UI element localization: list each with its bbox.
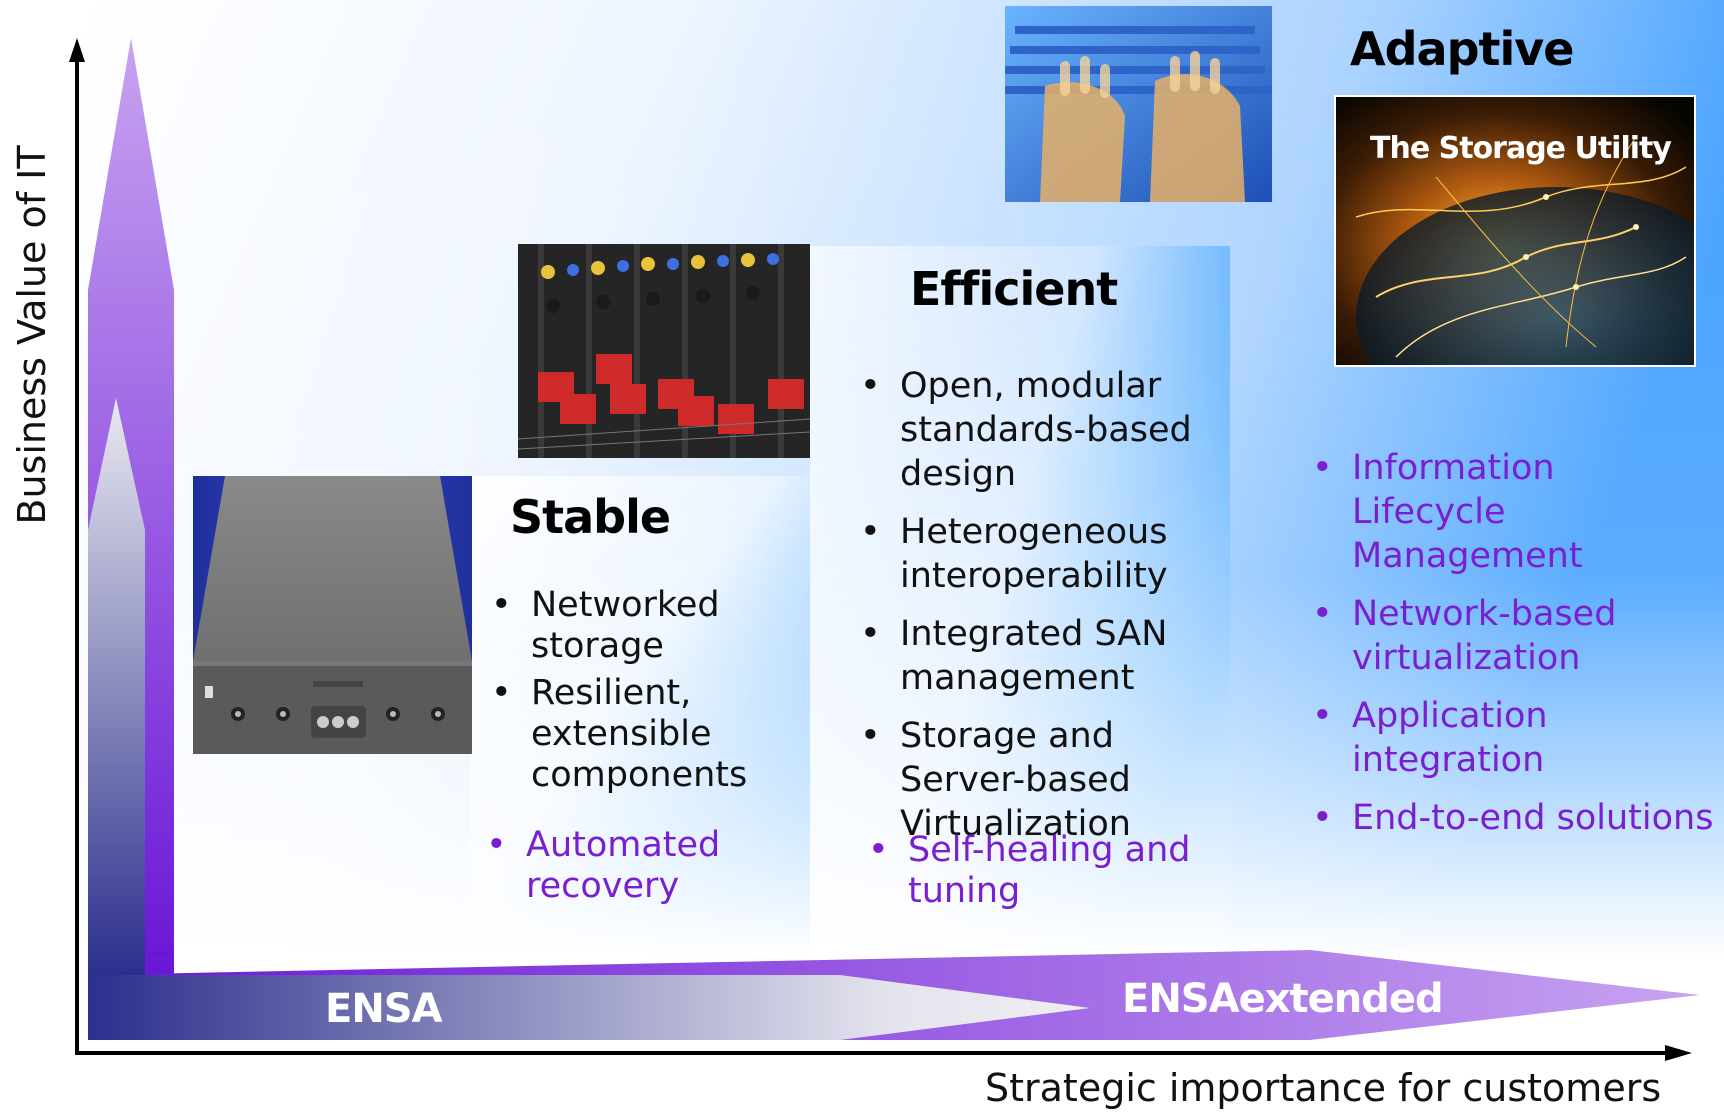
- globe-image-caption: The Storage Utility: [1370, 131, 1672, 166]
- stage-title-stable: Stable: [510, 490, 671, 544]
- list-item: Storage and Server-based Virtualization: [854, 714, 1234, 846]
- stage-title-efficient: Efficient: [910, 262, 1118, 316]
- adaptive-highlight-list: Information Lifecycle Management Network…: [1306, 446, 1716, 840]
- list-item: Self-healing and tuning: [862, 830, 1192, 912]
- stable-highlight-list: Automated recovery: [480, 825, 780, 907]
- list-item: Networked storage: [485, 585, 785, 667]
- stage-title-adaptive: Adaptive: [1350, 22, 1574, 76]
- efficient-highlight-list: Self-healing and tuning: [862, 830, 1192, 912]
- x-axis-label: Strategic importance for customers: [985, 1066, 1662, 1110]
- ensa-extended-label: ENSAextended: [1122, 976, 1444, 1022]
- list-item: Resilient, extensible components: [485, 673, 785, 796]
- hands-keyboard-photo: [1005, 6, 1272, 202]
- ensa-vertical-arrow: [88, 398, 145, 975]
- globe-network-photo: The Storage Utility: [1334, 95, 1696, 367]
- list-item: Network-based virtualization: [1306, 592, 1716, 680]
- efficient-feature-list: Open, modular standards-based design Het…: [854, 364, 1234, 846]
- list-item: End-to-end solutions: [1306, 796, 1716, 840]
- x-axis-arrowhead: [1665, 1045, 1692, 1061]
- list-item: Automated recovery: [480, 825, 780, 907]
- y-axis-arrowhead: [69, 38, 85, 62]
- list-item: Application integration: [1306, 694, 1716, 782]
- list-item: Open, modular standards-based design: [854, 364, 1234, 496]
- stable-feature-list: Networked storage Resilient, extensible …: [485, 585, 785, 796]
- ensa-horizontal-arrow: [88, 975, 1090, 1040]
- list-item: Integrated SAN management: [854, 612, 1234, 700]
- mixing-console-photo: [518, 244, 810, 458]
- list-item: Information Lifecycle Management: [1306, 446, 1716, 578]
- list-item: Heterogeneous interoperability: [854, 510, 1234, 598]
- y-axis-label-rotated: Business Value of IT: [10, 145, 54, 525]
- storage-device-photo: [193, 476, 472, 754]
- ensa-label: ENSA: [325, 986, 443, 1032]
